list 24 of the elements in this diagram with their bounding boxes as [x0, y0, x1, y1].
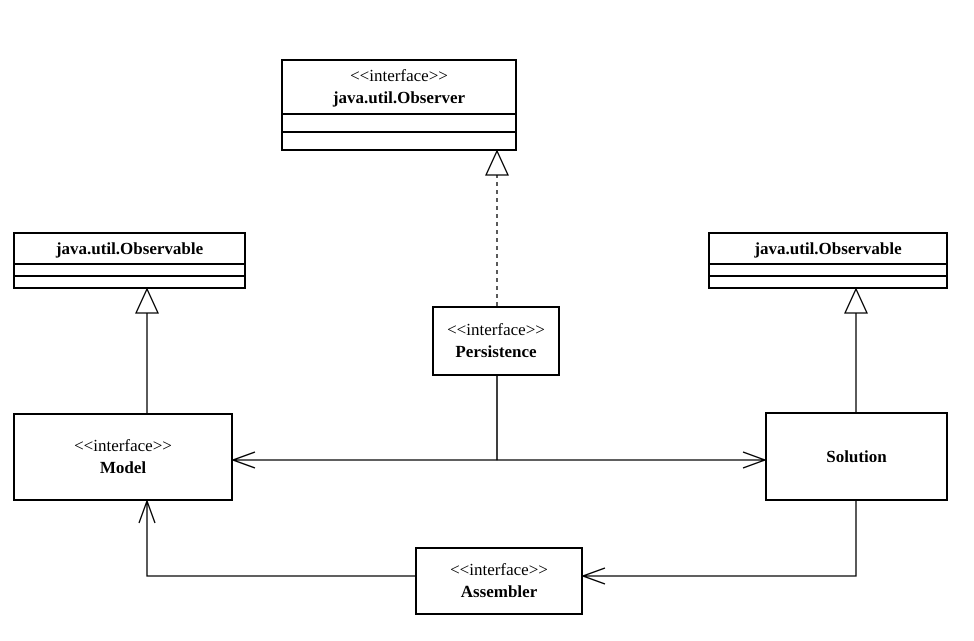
association-arrow: [496, 376, 766, 469]
stereotype-label: <<interface>>: [450, 559, 548, 581]
stereotype-label: <<interface>>: [447, 319, 545, 341]
class-name: Persistence: [455, 341, 537, 363]
generalization-arrow: [135, 288, 159, 413]
class-box: [13, 232, 246, 289]
class-box: [765, 412, 948, 501]
interface-box: [415, 547, 583, 615]
class-name: java.util.Observable: [56, 238, 204, 260]
interface-box: [432, 306, 560, 376]
class-name: Model: [100, 457, 146, 479]
class-name: java.util.Observer: [332, 87, 466, 109]
stereotype-label: <<interface>>: [74, 435, 172, 457]
interface-class-box: [281, 59, 517, 151]
generalization-arrow: [844, 288, 868, 412]
class-name: Assembler: [460, 581, 538, 603]
class-name: java.util.Observable: [754, 238, 902, 260]
class-box: [708, 232, 948, 289]
association-arrow: [582, 501, 857, 585]
realization-arrow: [485, 150, 509, 306]
stereotype-label: <<interface>>: [350, 65, 448, 87]
interface-box: [13, 413, 233, 501]
association-arrow: [138, 500, 415, 577]
class-name: Solution: [826, 446, 887, 468]
